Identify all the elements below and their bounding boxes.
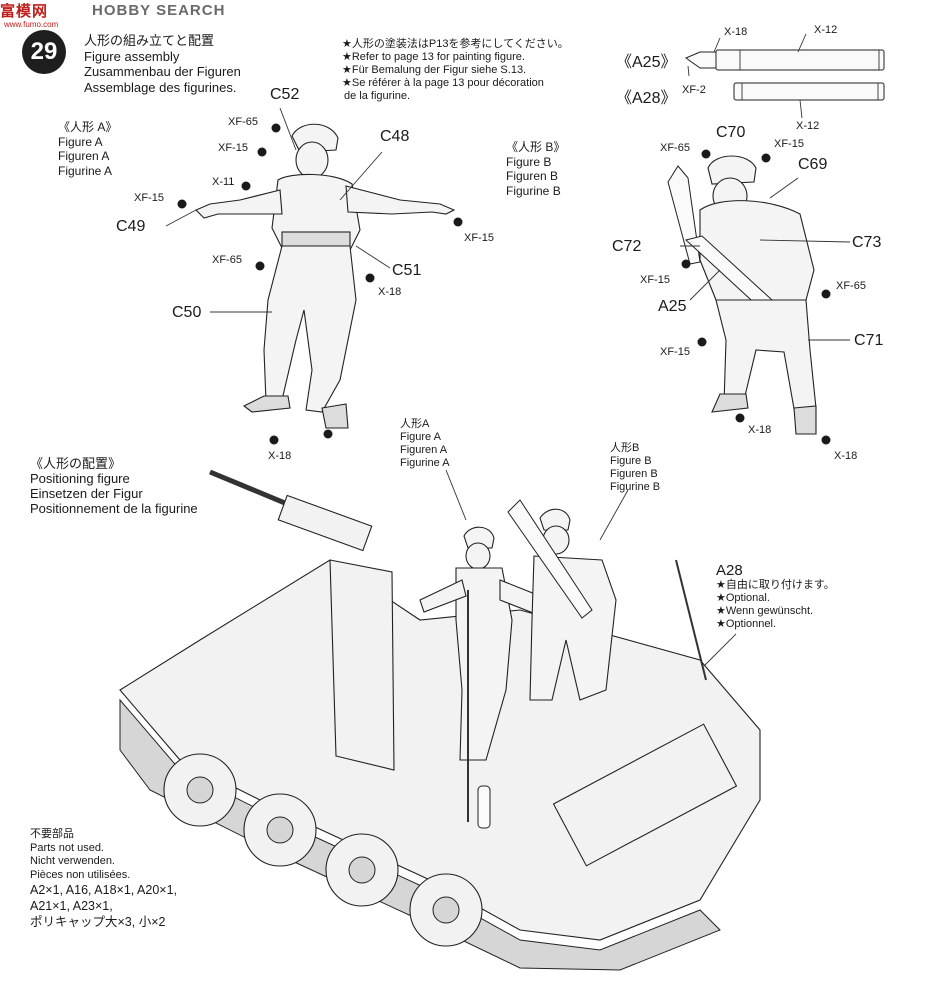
step-title-fr: Assemblage des figurines. bbox=[84, 79, 237, 95]
step-number-badge: 29 bbox=[22, 30, 66, 74]
painting-note-fr: ★Se référer à la page 13 pour décoration bbox=[342, 77, 544, 89]
painting-note-fr-2: de la figurine. bbox=[344, 90, 411, 102]
figure-a-paint-buckle: X-18 bbox=[378, 286, 402, 298]
part-c51: C51 bbox=[392, 262, 422, 279]
position-figure-a-tag-ja: 人形A bbox=[400, 418, 430, 430]
step-title-de: Zusammenbau der Figuren bbox=[84, 64, 241, 79]
ammo-a25-code-x18: X-18 bbox=[724, 26, 748, 38]
ammo-a25-code-x12: X-12 bbox=[814, 24, 838, 36]
watermark-logo: 富模网 bbox=[0, 3, 49, 20]
parts-not-used-ja: 不要部品 bbox=[30, 828, 74, 840]
parts-not-used-de: Nicht verwenden. bbox=[30, 855, 115, 867]
figure-b-paint-boot-right: X-18 bbox=[834, 450, 858, 462]
part-a25: A25 bbox=[658, 298, 687, 315]
paint-dots-figure-a bbox=[177, 123, 463, 445]
figure-a-heading-de: Figuren A bbox=[58, 149, 110, 163]
ammo-a25-drawing bbox=[684, 33, 885, 77]
a28-note-fr: ★Optionnel. bbox=[716, 618, 777, 630]
position-figure-a-tag-de: Figuren A bbox=[400, 444, 448, 456]
position-figure-b-tag-ja: 人形B bbox=[610, 442, 640, 454]
part-c70: C70 bbox=[716, 124, 746, 141]
a28-position-label: A28 bbox=[716, 562, 743, 579]
painting-note: ★人形の塗装法はP13を参考にしてください。 ★Refer to page 13… bbox=[342, 38, 569, 103]
ammo-a28-label: 《A28》 bbox=[616, 90, 677, 107]
paint-dots-figure-b bbox=[681, 149, 831, 445]
part-c49: C49 bbox=[116, 218, 146, 235]
figure-b-drawing bbox=[667, 149, 851, 445]
figure-b-heading: 《人形 B》 Figure B Figuren B Figurine B bbox=[506, 140, 565, 198]
part-c48: C48 bbox=[380, 128, 410, 145]
figure-b-paint-belt: XF-65 bbox=[836, 280, 866, 292]
watermark-search: HOBBY SEARCH bbox=[92, 2, 226, 19]
figure-b-paint-arm: XF-15 bbox=[640, 274, 670, 286]
parts-not-used-en: Parts not used. bbox=[30, 841, 104, 854]
figure-b-heading-ja: 《人形 B》 bbox=[506, 140, 566, 154]
ammo-a28-code-x12: X-12 bbox=[796, 120, 820, 132]
a28-note-en: ★Optional. bbox=[716, 592, 770, 604]
parts-not-used: 不要部品 Parts not used. Nicht verwenden. Pi… bbox=[30, 828, 177, 930]
positioning-heading-fr: Positionnement de la figurine bbox=[30, 501, 198, 516]
figure-a-heading-fr: Figurine A bbox=[58, 163, 113, 178]
step-title-block: 人形の組み立てと配置 Figure assembly Zusammenbau d… bbox=[84, 33, 241, 95]
position-figure-b-tag: 人形B Figure B Figuren B Figurine B bbox=[610, 442, 660, 494]
parts-not-used-list-3: ポリキャップ大×3, 小×2 bbox=[30, 915, 166, 929]
position-figure-b-tag-de: Figuren B bbox=[610, 468, 658, 480]
part-c72: C72 bbox=[612, 238, 642, 255]
ammo-a25-label: 《A25》 bbox=[616, 54, 677, 71]
part-c69: C69 bbox=[798, 156, 828, 173]
position-figure-a-tag: 人形A Figure A Figuren A Figurine A bbox=[400, 418, 450, 470]
positioning-heading-ja: 《人形の配置》 bbox=[30, 456, 122, 471]
positioning-heading-en: Positioning figure bbox=[30, 471, 130, 486]
position-figure-a-tag-en: Figure A bbox=[400, 431, 441, 443]
positioning-heading: 《人形の配置》 Positioning figure Einsetzen der… bbox=[30, 456, 198, 516]
a28-optional-note: A28 ★自由に取り付けます。 ★Optional. ★Wenn gewünsc… bbox=[716, 562, 835, 631]
figure-a-paint-head: XF-15 bbox=[218, 142, 248, 154]
figure-b-paint-trousers: XF-15 bbox=[660, 346, 690, 358]
step-title-ja: 人形の組み立てと配置 bbox=[84, 33, 215, 48]
figure-b-heading-de: Figuren B bbox=[506, 169, 559, 183]
figure-a-paint-collar: X-11 bbox=[212, 176, 235, 188]
figure-b-paint-boot-left: X-18 bbox=[748, 424, 772, 436]
position-figure-b-tag-fr: Figurine B bbox=[610, 481, 661, 493]
figure-b-paint-cap: XF-65 bbox=[660, 142, 690, 154]
ammo-a28-drawing bbox=[733, 82, 885, 119]
step-title-en: Figure assembly bbox=[84, 48, 180, 64]
figure-a-paint-belt: XF-65 bbox=[212, 254, 242, 266]
figure-a-heading-ja: 《人形 A》 bbox=[58, 120, 118, 134]
painting-note-de: ★Für Bemalung der Figur siehe S.13. bbox=[342, 64, 527, 76]
parts-not-used-list-1: A2×1, A16, A18×1, A20×1, bbox=[30, 883, 178, 897]
figure-b-paint-hand: XF-15 bbox=[774, 138, 804, 150]
tank-drawing bbox=[119, 469, 761, 971]
road-wheels bbox=[163, 753, 483, 947]
part-c73: C73 bbox=[852, 234, 882, 251]
part-c52: C52 bbox=[270, 86, 300, 103]
parts-not-used-list-2: A21×1, A23×1, bbox=[30, 899, 113, 913]
figure-a-drawing bbox=[165, 107, 463, 445]
figure-a-paint-cap: XF-65 bbox=[228, 116, 258, 128]
painting-note-en: ★Refer to page 13 for painting figure. bbox=[342, 51, 525, 63]
figure-a-heading: 《人形 A》 Figure A Figuren A Figurine A bbox=[58, 120, 117, 178]
part-c50: C50 bbox=[172, 304, 202, 321]
figure-b-heading-en: Figure B bbox=[506, 154, 552, 169]
figure-a-paint-hand-right: XF-15 bbox=[464, 232, 494, 244]
position-figure-a-tag-fr: Figurine A bbox=[400, 457, 450, 469]
painting-note-ja: ★人形の塗装法はP13を参考にしてください。 bbox=[342, 38, 569, 50]
figure-a-paint-boots: X-18 bbox=[268, 450, 292, 462]
a28-note-ja: ★自由に取り付けます。 bbox=[716, 579, 835, 591]
position-figure-b-tag-en: Figure B bbox=[610, 455, 652, 467]
positioning-heading-de: Einsetzen der Figur bbox=[30, 486, 143, 501]
figure-a-heading-en: Figure A bbox=[58, 134, 103, 149]
ammo-a25-code-xf2: XF-2 bbox=[682, 84, 706, 96]
watermark-url: www.fumo.com bbox=[4, 20, 59, 29]
figure-b-heading-fr: Figurine B bbox=[506, 183, 561, 198]
a28-note-de: ★Wenn gewünscht. bbox=[716, 605, 814, 617]
figure-a-paint-hand-left: XF-15 bbox=[134, 192, 164, 204]
parts-not-used-fr: Pièces non utilisées. bbox=[30, 868, 131, 881]
part-c71: C71 bbox=[854, 332, 884, 349]
